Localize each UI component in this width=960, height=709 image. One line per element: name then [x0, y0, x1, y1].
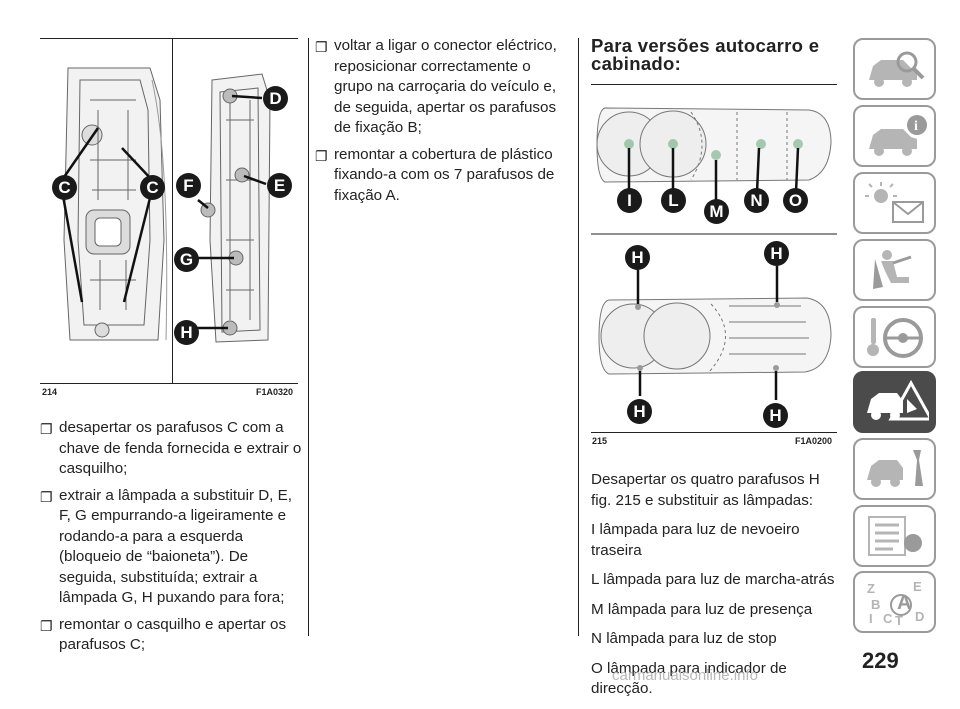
- svg-text:Z: Z: [867, 581, 875, 596]
- fig214-number: 214: [42, 387, 58, 397]
- sidebar-tab-car-emergency[interactable]: [853, 371, 936, 433]
- sidebar-tab-airbag-seat[interactable]: [853, 239, 936, 301]
- fig215-bottom-rule: [591, 432, 837, 433]
- sidebar-tab-car-info[interactable]: i: [853, 105, 936, 167]
- car-maintenance-icon: [867, 450, 923, 487]
- callout-h-bottom-left: H: [627, 399, 652, 424]
- callout-h-bottom-right: H: [763, 403, 788, 428]
- sidebar-tab-car-maintenance[interactable]: [853, 438, 936, 500]
- paragraph: L lâmpada para luz de marcha-atrás: [591, 571, 835, 588]
- page-number: 229: [862, 648, 899, 673]
- specifications-icon: [868, 516, 922, 556]
- steering-key-icon: [867, 318, 923, 358]
- svg-text:B: B: [871, 597, 880, 612]
- callout-d: D: [263, 86, 288, 111]
- callout-f: F: [176, 173, 201, 198]
- watermark: carmanualsonline.info: [612, 667, 758, 684]
- sidebar-tab-specifications[interactable]: [853, 505, 936, 567]
- paragraph: N lâmpada para luz de stop: [591, 630, 777, 647]
- callout-i: I: [617, 188, 642, 213]
- column1-text: ❐desapertar os parafusos C com a chave d…: [40, 418, 302, 662]
- warning-lights-icon: [865, 182, 924, 223]
- fig214-code: F1A0320: [256, 387, 294, 397]
- list-item: ❐remontar a cobertura de plástico fixand…: [315, 145, 555, 204]
- callout-e: E: [267, 173, 292, 198]
- fig215-code: F1A0200: [795, 436, 833, 446]
- section-heading: Para versões autocarro e cabinado:: [591, 35, 820, 74]
- svg-text:C: C: [883, 611, 893, 625]
- fig214-top-rule: [40, 38, 298, 39]
- fig214-bottom-rule: [40, 383, 298, 384]
- fig214-drawing: [60, 67, 271, 343]
- fig215-number: 215: [592, 436, 608, 446]
- list-item: ❐extrair a lâmpada a substituir D, E, F,…: [40, 486, 292, 607]
- airbag-seat-icon: [873, 250, 912, 289]
- paragraph: Desapertar os quatro parafusos H fig. 21…: [591, 471, 820, 509]
- car-info-icon: i: [869, 115, 927, 156]
- column-divider-1: [308, 38, 309, 636]
- fig215-drawing: [591, 107, 837, 400]
- column2-text: ❐voltar a ligar o conector eléctrico, re…: [315, 36, 571, 212]
- list-item: ❐voltar a ligar o conector eléctrico, re…: [315, 37, 557, 136]
- callout-h: H: [174, 320, 199, 345]
- sidebar-tab-car-search[interactable]: [853, 38, 936, 100]
- paragraph: M lâmpada para luz de presença: [591, 600, 813, 618]
- list-item: ❐remontar o casquilho e apertar os paraf…: [40, 615, 287, 654]
- car-emergency-icon: [867, 379, 929, 421]
- fig214-divider: [172, 38, 173, 383]
- sidebar-tab-warning-lights[interactable]: [853, 172, 936, 234]
- callout-m: M: [704, 199, 729, 224]
- callout-h-top-left: H: [625, 245, 650, 270]
- svg-text:i: i: [914, 119, 918, 134]
- callout-g: G: [174, 247, 199, 272]
- callout-c-right: C: [140, 175, 165, 200]
- paragraph: I lâmpada para luz de nevoeiro traseira: [591, 521, 800, 559]
- callout-h-top-right: H: [764, 241, 789, 266]
- car-search-icon: [869, 51, 925, 87]
- list-item: ❐desapertar os parafusos C com a chave d…: [40, 419, 302, 477]
- callout-o: O: [783, 188, 808, 213]
- fig215-top-rule: [591, 84, 837, 85]
- column-divider-2: [578, 38, 579, 636]
- sidebar-tab-steering-key[interactable]: [853, 306, 936, 368]
- svg-text:T: T: [895, 613, 903, 625]
- callout-n: N: [744, 188, 769, 213]
- svg-text:E: E: [913, 579, 922, 594]
- svg-text:D: D: [915, 609, 924, 624]
- callout-c-left: C: [52, 175, 77, 200]
- svg-text:I: I: [869, 611, 873, 625]
- callout-l: L: [661, 188, 686, 213]
